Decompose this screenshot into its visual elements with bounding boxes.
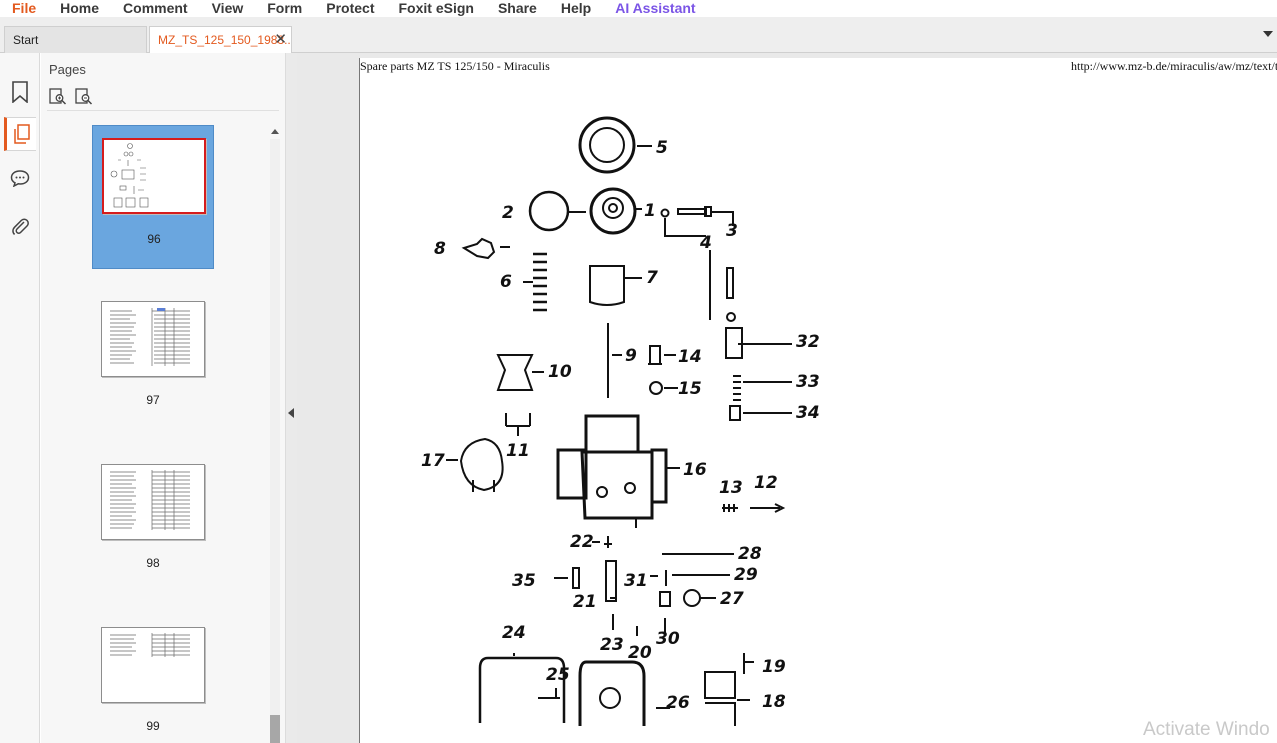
part-label: 27 [720, 589, 744, 609]
page-zoom-in-icon[interactable] [49, 88, 67, 105]
menu-view[interactable]: View [211, 0, 244, 16]
part-label: 20 [628, 643, 652, 663]
menu-foxit-esign[interactable]: Foxit eSign [398, 0, 474, 16]
part-label: 4 [699, 233, 712, 253]
menu-home[interactable]: Home [60, 0, 100, 16]
document-view[interactable]: Spare parts MZ TS 125/150 - Miraculis ht… [297, 53, 1277, 743]
part-label: 3 [726, 221, 738, 241]
page-header-url: http://www.mz-b.de/miraculis/aw/mz/text/… [1071, 59, 1277, 73]
part-label: 21 [573, 592, 597, 612]
part-label: 19 [762, 657, 786, 677]
page-number-label: 97 [146, 393, 160, 407]
part-label: 24 [502, 623, 526, 643]
attachment-icon [12, 218, 29, 235]
panel-divider [47, 110, 279, 111]
part-label: 7 [646, 268, 658, 288]
menu-comment[interactable]: Comment [123, 0, 188, 16]
comment-icon [10, 170, 30, 187]
thumbnail-list: 96 97 [41, 111, 269, 743]
menu-form[interactable]: Form [267, 0, 303, 16]
scroll-up-icon[interactable] [271, 129, 279, 134]
thumbnail-diagram-preview [110, 143, 149, 208]
pages-toolbar [49, 88, 93, 105]
pages-panel-title: Pages [49, 62, 86, 77]
close-tab-icon[interactable]: ✕ [274, 31, 287, 48]
menu-protect[interactable]: Protect [326, 0, 375, 16]
page-zoom-out-icon[interactable] [75, 88, 93, 105]
part-label: 23 [600, 635, 624, 655]
bookmark-button[interactable] [4, 75, 36, 109]
menu-bar: File Home Comment View Form Protect Foxi… [0, 0, 1277, 17]
page-thumbnail-image [101, 464, 205, 540]
part-label: 11 [506, 441, 530, 461]
page-thumbnail-image [101, 627, 205, 703]
part-label: 25 [546, 665, 570, 685]
part-label: 1 [644, 201, 656, 221]
part-label: 17 [421, 451, 445, 471]
comments-button[interactable] [4, 161, 36, 195]
page-thumbnail-98[interactable]: 98 [92, 452, 214, 588]
attachments-button[interactable] [4, 209, 36, 243]
thumbnail-table-preview [110, 633, 190, 657]
page-number-label: 96 [147, 232, 161, 246]
collapse-panel-icon[interactable] [288, 408, 294, 418]
tab-start[interactable]: Start [4, 26, 147, 53]
part-label: 31 [624, 571, 648, 591]
menu-help[interactable]: Help [560, 0, 592, 16]
scroll-handle[interactable] [270, 715, 280, 743]
pages-panel: Pages [41, 53, 285, 743]
tab-start-label: Start [13, 33, 39, 47]
document-page: Spare parts MZ TS 125/150 - Miraculis ht… [359, 58, 1277, 743]
part-label: 30 [656, 629, 680, 649]
navigation-rail [0, 53, 40, 743]
part-label: 34 [796, 403, 820, 423]
page-number-label: 98 [146, 556, 160, 570]
scroll-track[interactable] [270, 139, 280, 743]
page-header-title: Spare parts MZ TS 125/150 - Miraculis [360, 59, 550, 73]
part-label: 28 [738, 544, 762, 564]
bookmark-icon [12, 81, 28, 103]
page-thumbnail-97[interactable]: 97 [92, 289, 214, 425]
pages-button[interactable] [4, 117, 36, 151]
tab-document-label: MZ_TS_125_150_1983... [158, 33, 292, 47]
thumbnail-scrollbar[interactable] [268, 123, 282, 743]
part-label: 5 [656, 138, 668, 158]
part-label: 29 [734, 565, 758, 585]
pages-icon [13, 124, 30, 144]
part-label: 10 [548, 362, 572, 382]
menu-share[interactable]: Share [497, 0, 537, 16]
part-label: 6 [500, 272, 512, 292]
tab-document[interactable]: MZ_TS_125_150_1983... ✕ [149, 26, 292, 53]
page-thumbnail-image [101, 301, 205, 377]
thumbnail-table-preview [110, 308, 190, 366]
thumbnail-table-preview [110, 470, 190, 530]
part-label: 2 [502, 203, 514, 223]
part-label: 22 [570, 532, 594, 552]
page-thumbnail-99[interactable]: 99 [92, 615, 214, 743]
menu-ai-assistant[interactable]: AI Assistant [615, 0, 696, 16]
part-label: 32 [796, 332, 820, 352]
part-label: 18 [762, 692, 786, 712]
tab-list-dropdown-icon[interactable] [1263, 31, 1273, 37]
menu-file[interactable]: File [12, 0, 37, 16]
part-label: 15 [678, 379, 702, 399]
part-label: 9 [625, 346, 637, 366]
part-label: 8 [434, 239, 446, 259]
tab-bar: Start MZ_TS_125_150_1983... ✕ [0, 17, 1277, 53]
part-label: 13 [719, 478, 743, 498]
part-label: 12 [754, 473, 778, 493]
panel-collapse-strip[interactable] [285, 53, 297, 743]
page-number-label: 99 [146, 719, 160, 733]
page-thumbnail-image [102, 138, 206, 214]
part-label: 33 [796, 372, 820, 392]
part-label: 35 [512, 571, 536, 591]
carburetor-parts-diagram: 5 2 1 4 3 8 6 7 32 9 14 10 15 33 34 11 1… [421, 116, 820, 726]
activate-windows-watermark: Activate Windo [1143, 719, 1270, 740]
page-thumbnail-96[interactable]: 96 [92, 125, 214, 269]
part-label: 16 [683, 460, 707, 480]
part-label: 26 [666, 693, 690, 713]
part-label: 14 [678, 347, 702, 367]
